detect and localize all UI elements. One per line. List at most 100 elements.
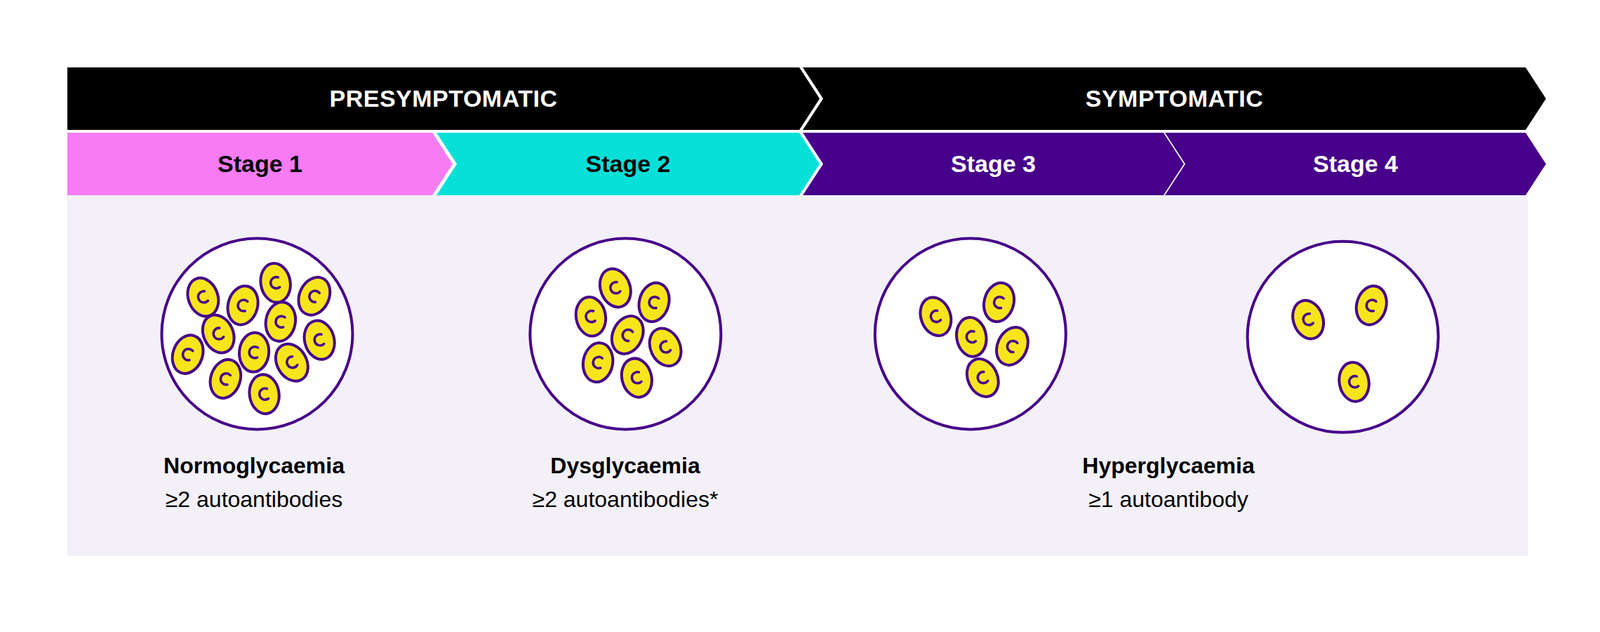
cell-body <box>572 294 609 339</box>
cell-nucleus <box>965 330 976 344</box>
glycaemia-heading: Hyperglycaemia <box>1082 452 1255 479</box>
beta-cell <box>635 279 674 325</box>
cell-body <box>617 355 657 401</box>
beta-cell <box>182 273 224 321</box>
beta-cell <box>262 299 299 344</box>
cell-body <box>292 271 337 320</box>
cell-nucleus <box>1365 298 1377 312</box>
cell-body <box>182 273 224 321</box>
cell-body <box>262 299 299 344</box>
autoantibody-note: ≥2 autoantibodies* <box>532 486 719 513</box>
cell-nucleus <box>621 327 634 342</box>
beta-cell <box>580 340 617 384</box>
stage-chevron: Stage 1 <box>67 132 453 196</box>
cell-nucleus <box>196 290 209 304</box>
cell-nucleus <box>592 355 603 369</box>
cell-body <box>1287 296 1330 344</box>
islet-circle <box>1247 241 1439 433</box>
cell-body <box>167 330 209 378</box>
islet-circle <box>161 237 353 429</box>
beta-cell <box>960 353 1005 403</box>
panel-ground <box>67 195 1528 556</box>
beta-cell <box>643 322 688 372</box>
stage-chevron: Stage 4 <box>1164 132 1546 196</box>
cell-body <box>915 292 957 340</box>
glycaemia-heading: Dysglycaemia <box>550 452 700 479</box>
phase-band: SYMPTOMATIC <box>802 67 1546 130</box>
cell-nucleus <box>275 315 285 328</box>
cell-nucleus <box>307 289 320 304</box>
beta-cell <box>617 355 657 401</box>
beta-cell <box>269 337 315 386</box>
beta-cell <box>247 372 282 416</box>
cell-nucleus <box>658 340 671 355</box>
cell-nucleus <box>269 276 280 290</box>
beta-cell <box>572 294 609 339</box>
cell-nucleus <box>585 310 596 323</box>
beta-cell <box>990 322 1035 371</box>
cell-body <box>237 331 271 373</box>
cell-nucleus <box>211 327 225 342</box>
cell-body <box>635 279 674 325</box>
cell-nucleus <box>609 281 622 295</box>
cell-body <box>960 353 1005 403</box>
phase-title: SYMPTOMATIC <box>1085 84 1264 113</box>
cell-body <box>979 279 1019 325</box>
cell-body <box>269 337 315 386</box>
stage-chevron: Stage 3 <box>802 132 1184 196</box>
stage-title: Stage 2 <box>585 150 671 178</box>
autoantibody-note: ≥1 autoantibody <box>1088 486 1249 513</box>
cell-nucleus <box>218 371 231 386</box>
beta-cell <box>915 292 957 340</box>
beta-cell <box>237 331 271 373</box>
cell-nucleus <box>312 333 325 347</box>
autoantibody-note: ≥2 autoantibodies <box>165 486 343 513</box>
beta-cell <box>979 279 1019 325</box>
stage-chevron: Stage 2 <box>436 132 820 196</box>
cell-nucleus <box>284 355 298 370</box>
beta-cell <box>1336 360 1372 404</box>
beta-cell <box>1352 282 1391 328</box>
cell-nucleus <box>976 371 989 386</box>
cell-nucleus <box>1301 312 1314 327</box>
cell-nucleus <box>992 295 1005 309</box>
beta-cell <box>167 330 209 378</box>
cell-body <box>1352 282 1391 328</box>
cell-nucleus <box>181 347 193 361</box>
phase-title: PRESYMPTOMATIC <box>329 84 558 113</box>
cell-body <box>1336 360 1372 404</box>
chevron-fill <box>802 67 1546 130</box>
chevron-fill <box>67 132 453 196</box>
stage-title: Stage 1 <box>217 150 303 178</box>
beta-cell <box>292 271 337 320</box>
islet-group <box>161 237 1438 432</box>
beta-cell <box>205 355 246 402</box>
cell-body <box>257 261 294 305</box>
beta-cell <box>257 261 294 305</box>
chevron-fill <box>802 132 1184 196</box>
cell-body <box>953 315 990 359</box>
chevron-fill <box>436 132 820 196</box>
cell-nucleus <box>929 310 942 324</box>
phase-band: PRESYMPTOMATIC <box>67 67 820 130</box>
beta-cell <box>953 315 990 359</box>
cell-nucleus <box>236 298 248 312</box>
cell-nucleus <box>630 371 643 385</box>
stage-title: Stage 4 <box>1312 150 1398 178</box>
cell-nucleus <box>1005 338 1019 353</box>
cell-nucleus <box>258 388 269 400</box>
cell-body <box>643 322 688 372</box>
glycaemia-heading: Normoglycaemia <box>163 452 345 479</box>
islet-circle <box>875 237 1066 429</box>
stage-title: Stage 3 <box>950 150 1036 178</box>
cell-nucleus <box>249 345 259 358</box>
islet-circle <box>529 237 721 429</box>
chevron-fill <box>1164 132 1546 196</box>
chevron-fill <box>67 67 820 130</box>
cell-nucleus <box>1348 375 1358 389</box>
cell-body <box>990 322 1035 371</box>
cell-body <box>205 355 246 402</box>
cell-nucleus <box>647 295 659 309</box>
cell-body <box>580 340 617 384</box>
beta-cell <box>1287 296 1330 344</box>
